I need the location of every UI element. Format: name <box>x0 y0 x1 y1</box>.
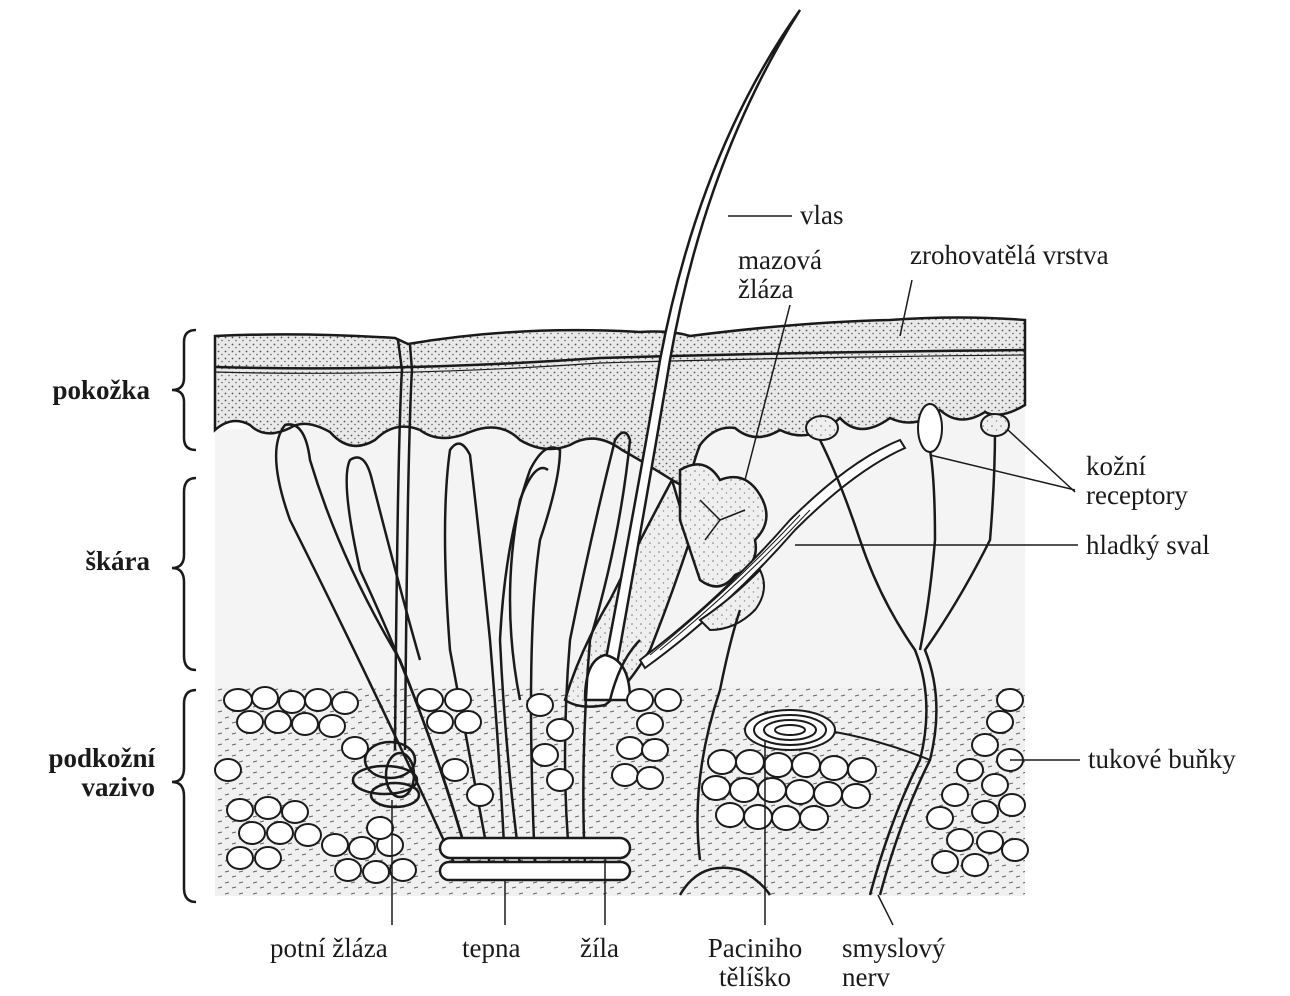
vein-vessel <box>440 838 630 858</box>
leader-sensory <box>878 895 893 925</box>
layer-label-podkozni-line2: vazivo <box>5 773 155 802</box>
label-paciniho: Paciniho <box>690 934 820 963</box>
artery-vessel <box>440 862 630 880</box>
label-mazova: mazová <box>738 246 822 275</box>
label-zlaza: žláza <box>738 275 822 304</box>
label-paciniho-telisko: Paciniho tělíško <box>690 934 820 992</box>
label-kozni-receptory: kožní receptory <box>1086 452 1188 510</box>
label-tepna: tepna <box>462 934 520 963</box>
label-kozni: kožní <box>1086 452 1188 481</box>
label-nerv: nerv <box>842 963 946 992</box>
label-tukove-bunky: tukové buňky <box>1088 745 1236 774</box>
brace-skara <box>172 478 196 670</box>
layer-label-pokozka: pokožka <box>10 376 150 405</box>
blood-vessels <box>440 838 630 880</box>
label-smyslovy-nerv: smyslový nerv <box>842 934 946 992</box>
label-telisko: tělíško <box>690 963 820 992</box>
brace-pokozka <box>172 330 196 450</box>
layer-label-skara: škára <box>10 547 150 576</box>
label-receptory: receptory <box>1086 481 1188 510</box>
layer-label-podkozni: podkožní vazivo <box>5 744 155 802</box>
label-zila: žíla <box>580 934 619 963</box>
label-smyslovy: smyslový <box>842 934 946 963</box>
label-mazova-zlaza: mazová žláza <box>738 246 822 304</box>
layer-label-podkozni-line1: podkožní <box>5 744 155 773</box>
label-potni-zlaza: potní žláza <box>270 934 388 963</box>
brace-podkozni <box>172 690 196 902</box>
label-zrohovatela-vrstva: zrohovatělá vrstva <box>910 241 1109 270</box>
layer-braces <box>172 330 196 902</box>
label-vlas: vlas <box>800 201 844 230</box>
label-hladky-sval: hladký sval <box>1086 531 1210 560</box>
